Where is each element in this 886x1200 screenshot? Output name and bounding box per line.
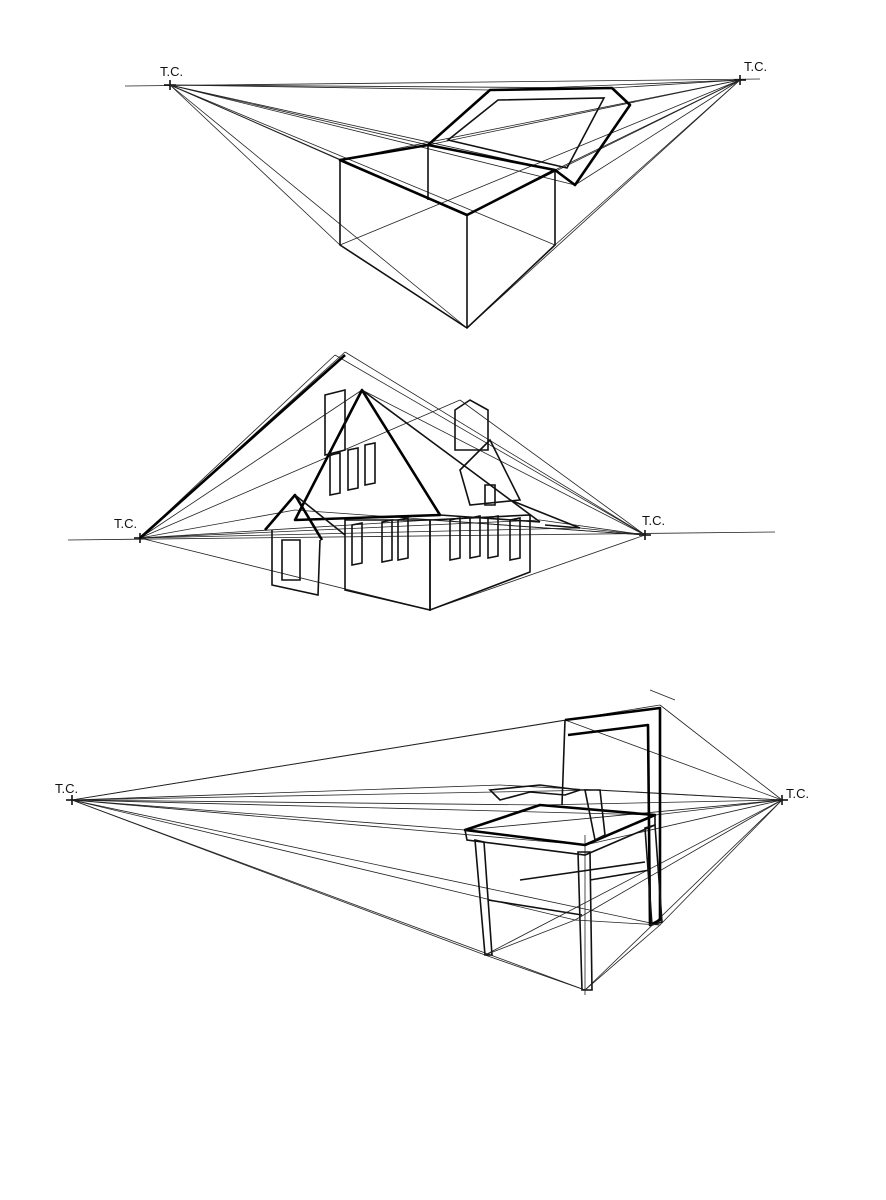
- construction-line: [71, 799, 586, 991]
- construction-line: [339, 79, 741, 246]
- construction-line: [71, 799, 466, 831]
- construction-line: [611, 79, 741, 89]
- construction-line: [169, 84, 556, 171]
- vanishing-point-label: T.C.: [114, 516, 137, 531]
- porch-roof: [294, 494, 346, 536]
- window: [364, 442, 376, 486]
- construction-line: [574, 79, 741, 186]
- construction-line: [169, 84, 576, 186]
- construction-line: [361, 389, 646, 536]
- construction-line: [584, 799, 783, 846]
- construction-line: [466, 79, 741, 329]
- construction-line: [429, 534, 646, 611]
- window: [509, 517, 521, 561]
- construction-line: [169, 84, 491, 91]
- house-left-wall: [344, 519, 431, 612]
- construction-line: [71, 789, 601, 801]
- construction-line: [139, 519, 541, 539]
- box-lid-inner: [446, 97, 606, 169]
- chair-rung: [519, 861, 646, 881]
- vanishing-point-label: T.C.: [786, 786, 809, 801]
- box-rim: [338, 143, 557, 217]
- chair-leg: [644, 823, 663, 927]
- porch-wall: [271, 530, 321, 596]
- dormer: [459, 438, 522, 506]
- construction-line: [584, 799, 783, 991]
- construction-line: [169, 84, 429, 146]
- construction-line: [554, 79, 741, 246]
- chair-leg: [577, 851, 593, 991]
- construction-line: [659, 799, 783, 926]
- side-roof: [509, 499, 581, 529]
- construction-line: [334, 354, 646, 536]
- chair-arm: [488, 784, 581, 801]
- construction-line: [169, 84, 468, 329]
- chair-leg: [474, 838, 493, 956]
- construction-line: [71, 784, 501, 801]
- construction-line: [579, 527, 646, 536]
- chair-arm-support: [584, 789, 606, 842]
- construction-line: [339, 79, 741, 161]
- construction-line: [459, 399, 646, 536]
- chair-rung: [589, 869, 651, 881]
- construction-line: [169, 84, 556, 246]
- window: [487, 515, 499, 559]
- vanishing-point-label: T.C.: [744, 59, 767, 74]
- window: [347, 447, 359, 491]
- horizon-line: [67, 531, 776, 541]
- chair-seat-edge: [464, 815, 656, 856]
- construction-line: [169, 84, 341, 246]
- house-two-point-perspective: [67, 351, 776, 612]
- chimney-right: [454, 399, 489, 451]
- construction-line: [169, 84, 613, 89]
- chair-two-point-perspective: [66, 689, 788, 995]
- porch-door: [281, 539, 301, 581]
- window: [329, 452, 341, 496]
- construction-line: [139, 527, 581, 539]
- vanishing-point-label: T.C.: [642, 513, 665, 528]
- construction-tick: [649, 689, 676, 701]
- construction-line: [464, 799, 783, 831]
- box-lid: [427, 86, 632, 187]
- construction-line: [427, 79, 741, 146]
- vanishing-point-label: T.C.: [160, 64, 183, 79]
- porch-gable: [264, 493, 324, 541]
- roof-eave: [439, 514, 541, 523]
- vanishing-point-label: T.C.: [55, 781, 78, 796]
- chair-back-post: [561, 719, 566, 806]
- open-box-two-point-perspective: [124, 75, 761, 330]
- construction-line: [654, 799, 783, 816]
- main-gable: [293, 388, 442, 522]
- floor-plane: [483, 919, 662, 991]
- window: [397, 517, 409, 561]
- construction-line: [599, 789, 783, 801]
- construction-line: [71, 799, 586, 846]
- dormer-window: [484, 484, 496, 506]
- construction-line: [484, 799, 783, 956]
- construction-line: [539, 519, 646, 536]
- horizon-line: [124, 78, 761, 87]
- construction-line: [574, 799, 783, 921]
- construction-line: [71, 799, 661, 926]
- window: [469, 515, 481, 559]
- construction-line: [139, 519, 431, 539]
- construction-line: [344, 351, 646, 536]
- construction-line: [71, 799, 656, 816]
- roof-construction-line: [139, 354, 346, 539]
- construction-line: [554, 79, 741, 171]
- construction-line: [71, 704, 661, 801]
- chair-rung: [487, 899, 583, 916]
- construction-line: [564, 719, 783, 801]
- window: [381, 519, 393, 563]
- roof-ridge: [361, 389, 541, 523]
- chair-back: [564, 706, 662, 927]
- construction-line: [71, 799, 541, 806]
- chimney-left: [324, 388, 346, 457]
- construction-line: [659, 704, 783, 801]
- construction-line: [139, 509, 296, 539]
- window: [351, 522, 363, 566]
- window: [449, 517, 461, 561]
- construction-line: [139, 389, 363, 539]
